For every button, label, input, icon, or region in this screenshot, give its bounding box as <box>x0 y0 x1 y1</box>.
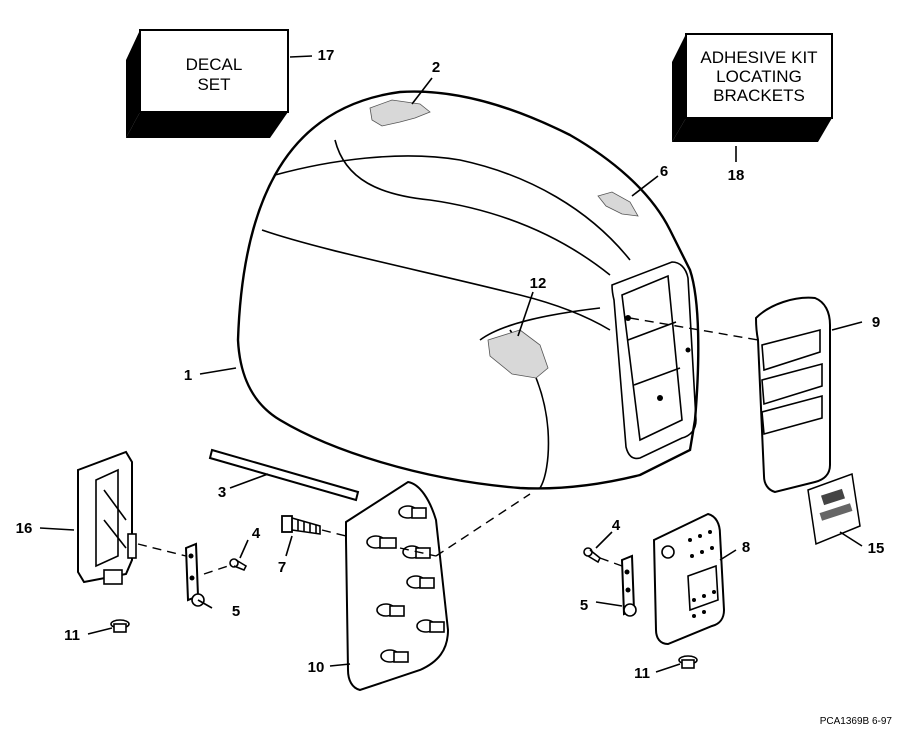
callout-17: 17 <box>318 47 335 64</box>
callout-4-right: 4 <box>612 517 621 534</box>
decal-12 <box>487 329 549 379</box>
left-clip <box>184 542 205 607</box>
grommet-right <box>678 655 698 669</box>
decal-line-1: DECAL <box>186 55 243 74</box>
callout-12: 12 <box>530 275 547 292</box>
right-bracket <box>652 512 726 646</box>
adhesive-line-2: LOCATING <box>716 67 802 86</box>
adhesive-line-3: BRACKETS <box>713 86 805 105</box>
callout-7: 7 <box>278 559 286 576</box>
callout-5-left: 5 <box>232 603 240 620</box>
left-screw <box>229 558 248 572</box>
vent-grille <box>754 296 831 494</box>
decal-6 <box>597 191 639 217</box>
callout-11-right: 11 <box>634 665 650 682</box>
callout-11-left: 11 <box>64 627 80 644</box>
bolt-7 <box>281 515 321 535</box>
callout-16: 16 <box>16 520 33 537</box>
adhesive-kit-box: ADHESIVE KIT LOCATING BRACKETS <box>672 33 833 142</box>
decal-2 <box>369 99 431 127</box>
callout-8: 8 <box>742 539 750 556</box>
callout-2: 2 <box>432 59 440 76</box>
decal-set-box: DECAL SET <box>126 29 289 138</box>
engine-cowl <box>236 90 700 490</box>
mount-plate <box>345 480 450 692</box>
right-clip <box>620 554 637 617</box>
callout-5-right: 5 <box>580 597 588 614</box>
callout-15: 15 <box>868 540 885 557</box>
callout-4-left: 4 <box>252 525 261 542</box>
grommet-left <box>110 619 130 633</box>
callout-3: 3 <box>218 484 226 501</box>
right-screw <box>583 547 602 564</box>
callout-1: 1 <box>184 367 192 384</box>
decal-15 <box>807 472 861 546</box>
decal-line-2: SET <box>197 75 230 94</box>
seal-strip <box>208 448 360 502</box>
callout-10: 10 <box>308 659 325 676</box>
callout-18: 18 <box>728 167 745 184</box>
adhesive-line-1: ADHESIVE KIT <box>700 48 817 67</box>
callout-9: 9 <box>872 314 880 331</box>
left-bracket <box>77 450 137 585</box>
drawing-code: PCA1369B 6-97 <box>820 716 893 727</box>
callout-6: 6 <box>660 163 668 180</box>
